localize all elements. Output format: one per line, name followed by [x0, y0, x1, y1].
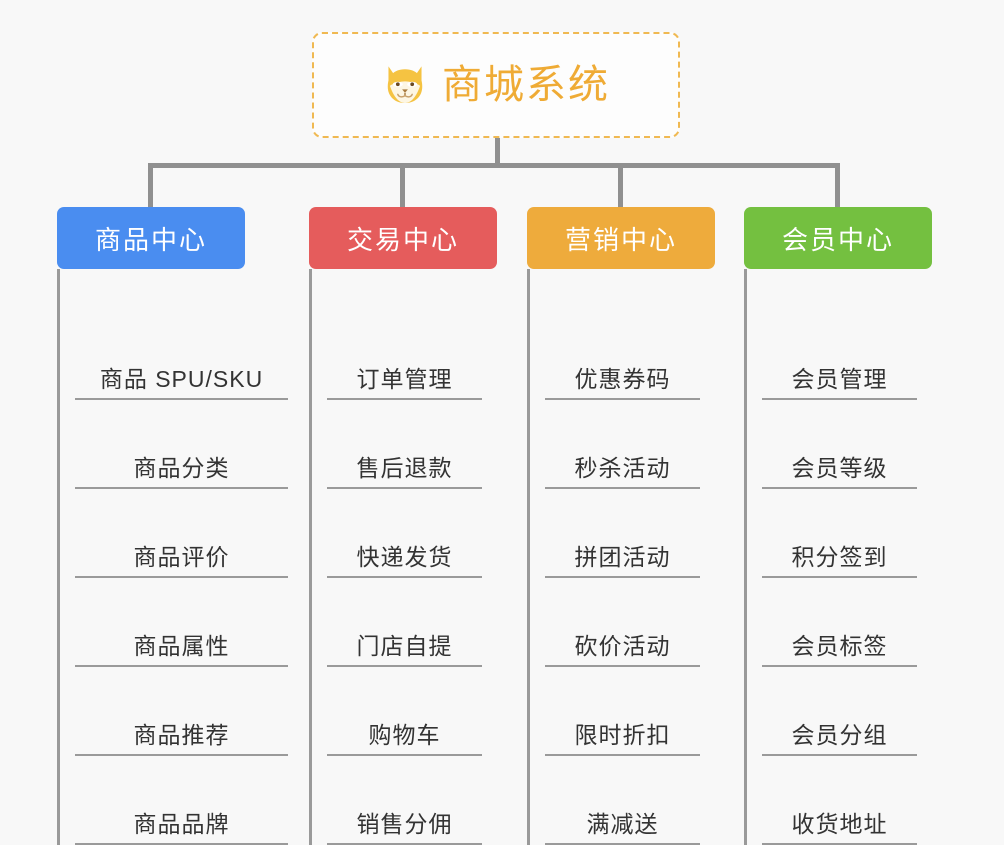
leaf-list-2: 订单管理 售后退款 快递发货 门店自提 购物车 销售分佣: [309, 269, 497, 845]
leaf-label: 快递发货: [356, 543, 453, 570]
branch-header-4[interactable]: 会员中心: [744, 207, 932, 269]
branch-column-3: 营销中心 优惠券码 秒杀活动 拼团活动 砍价活动 限时折扣 满减送: [527, 207, 715, 845]
leaf-label: 销售分佣: [356, 810, 453, 837]
leaf-label: 限时折扣: [574, 721, 671, 748]
root-title: 商城系统: [442, 63, 610, 107]
connector-root-stem: [495, 138, 500, 166]
leaf-item[interactable]: 优惠券码: [545, 269, 700, 400]
shiba-dog-face-icon: [387, 66, 423, 103]
leaf-label: 会员标签: [791, 632, 888, 659]
leaf-item[interactable]: 拼团活动: [545, 489, 700, 578]
leaf-item[interactable]: 商品品牌: [75, 756, 288, 845]
connector-drop-4: [835, 163, 840, 207]
leaf-list-4: 会员管理 会员等级 积分签到 会员标签 会员分组 收货地址: [744, 269, 932, 845]
leaf-label: 商品 SPU/SKU: [99, 365, 264, 392]
root-node[interactable]: 商城系统: [312, 32, 680, 138]
branch-column-1: 商品中心 商品 SPU/SKU 商品分类 商品评价 商品属性 商品推荐 商品品牌: [57, 207, 288, 845]
branch-header-2[interactable]: 交易中心: [309, 207, 497, 269]
leaf-item[interactable]: 砍价活动: [545, 578, 700, 667]
leaf-label: 商品属性: [133, 632, 230, 659]
leaf-label: 商品品牌: [133, 810, 230, 837]
leaf-label: 会员管理: [791, 365, 888, 392]
branch-title-4: 会员中心: [781, 224, 894, 255]
leaf-list-3: 优惠券码 秒杀活动 拼团活动 砍价活动 限时折扣 满减送: [527, 269, 715, 845]
leaf-item[interactable]: 销售分佣: [327, 756, 482, 845]
leaf-label: 收货地址: [791, 810, 888, 837]
branch-header-1[interactable]: 商品中心: [57, 207, 245, 269]
leaf-label: 秒杀活动: [574, 454, 671, 481]
leaf-list-1: 商品 SPU/SKU 商品分类 商品评价 商品属性 商品推荐 商品品牌: [57, 269, 288, 845]
leaf-label: 购物车: [368, 721, 441, 748]
leaf-item[interactable]: 会员分组: [762, 667, 917, 756]
leaf-item[interactable]: 门店自提: [327, 578, 482, 667]
leaf-item[interactable]: 商品属性: [75, 578, 288, 667]
branch-title-2: 交易中心: [346, 224, 459, 255]
leaf-item[interactable]: 会员等级: [762, 400, 917, 489]
leaf-item[interactable]: 商品推荐: [75, 667, 288, 756]
connector-drop-3: [618, 163, 623, 207]
leaf-item[interactable]: 订单管理: [327, 269, 482, 400]
connector-horizontal-bus: [148, 163, 840, 168]
connector-drop-1: [148, 163, 153, 207]
leaf-label: 售后退款: [356, 454, 453, 481]
connector-drop-2: [400, 163, 405, 207]
leaf-label: 门店自提: [356, 632, 453, 659]
branch-header-3[interactable]: 营销中心: [527, 207, 715, 269]
leaf-label: 会员等级: [791, 454, 888, 481]
leaf-label: 商品评价: [133, 543, 230, 570]
leaf-label: 满减送: [586, 810, 659, 837]
leaf-item[interactable]: 满减送: [545, 756, 700, 845]
branch-title-3: 营销中心: [564, 224, 677, 255]
leaf-item[interactable]: 售后退款: [327, 400, 482, 489]
leaf-item[interactable]: 秒杀活动: [545, 400, 700, 489]
leaf-label: 订单管理: [356, 365, 453, 392]
leaf-label: 砍价活动: [574, 632, 671, 659]
leaf-item[interactable]: 商品 SPU/SKU: [75, 269, 288, 400]
leaf-label: 积分签到: [791, 543, 888, 570]
leaf-item[interactable]: 积分签到: [762, 489, 917, 578]
leaf-item[interactable]: 商品分类: [75, 400, 288, 489]
leaf-item[interactable]: 商品评价: [75, 489, 288, 578]
branch-column-4: 会员中心 会员管理 会员等级 积分签到 会员标签 会员分组 收货地址: [744, 207, 932, 845]
leaf-item[interactable]: 会员标签: [762, 578, 917, 667]
leaf-item[interactable]: 收货地址: [762, 756, 917, 845]
branch-column-2: 交易中心 订单管理 售后退款 快递发货 门店自提 购物车 销售分佣: [309, 207, 497, 845]
leaf-label: 优惠券码: [574, 365, 671, 392]
leaf-item[interactable]: 会员管理: [762, 269, 917, 400]
leaf-item[interactable]: 限时折扣: [545, 667, 700, 756]
leaf-label: 会员分组: [791, 721, 888, 748]
leaf-label: 商品分类: [133, 454, 230, 481]
leaf-item[interactable]: 购物车: [327, 667, 482, 756]
leaf-item[interactable]: 快递发货: [327, 489, 482, 578]
leaf-label: 拼团活动: [574, 543, 671, 570]
leaf-label: 商品推荐: [133, 721, 230, 748]
branch-title-1: 商品中心: [94, 224, 207, 255]
